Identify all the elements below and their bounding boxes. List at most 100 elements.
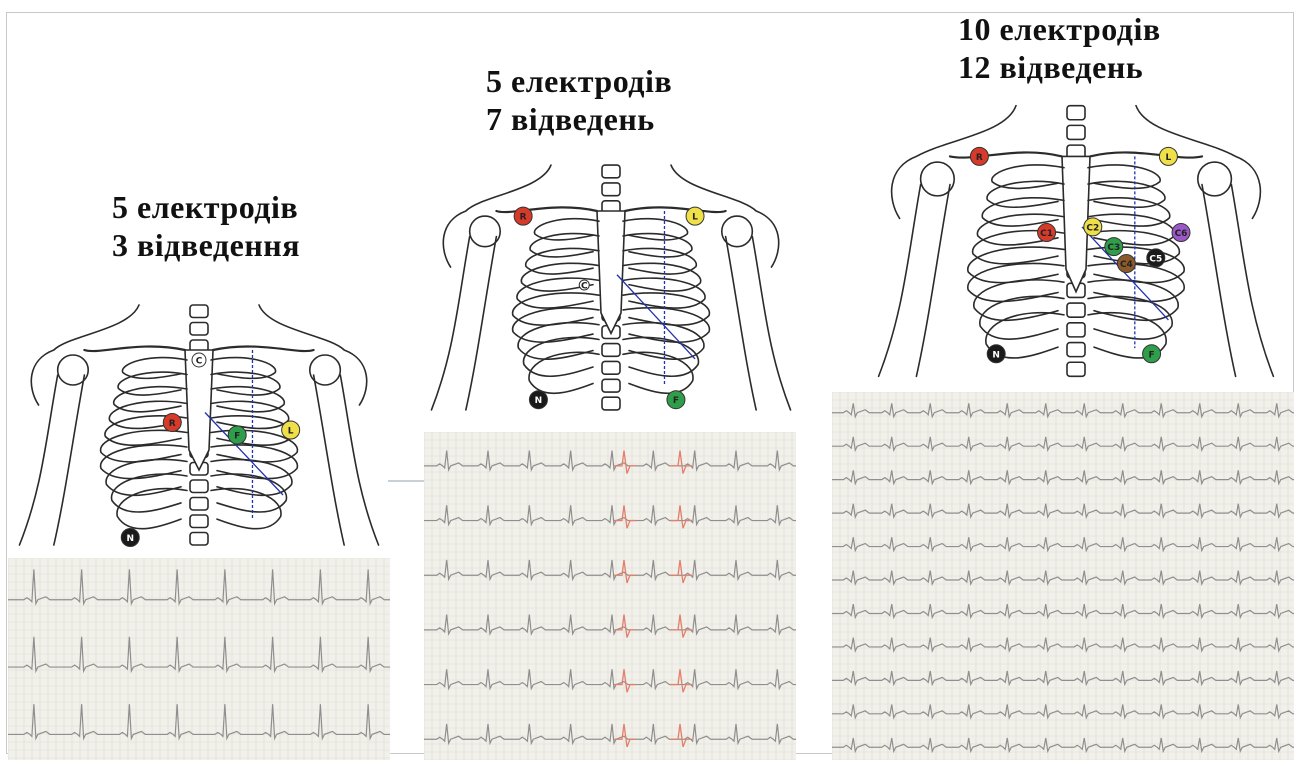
rib-right (211, 474, 286, 512)
lead-axis-line (617, 275, 695, 359)
ecg-strip (8, 558, 390, 760)
shoulder-outline-left (443, 165, 551, 267)
vertebra (602, 361, 620, 374)
electrode-label-l: L (692, 213, 698, 223)
title-electrodes: 10 електродів (958, 10, 1161, 48)
arm-right (752, 237, 790, 410)
arm-right (340, 375, 378, 545)
vertebra (1067, 362, 1085, 376)
panel-title: 10 електродів 12 відведень (958, 10, 1161, 86)
vertebra (602, 379, 620, 392)
electrode-label-c6: C6 (1175, 229, 1188, 239)
vertebra (190, 323, 208, 336)
title-leads: 7 відведень (486, 100, 672, 138)
humeral-head-left (921, 162, 955, 196)
electrode-label-f: F (234, 432, 240, 442)
clavicle-left (950, 152, 1062, 157)
lead-axis-line (1082, 227, 1168, 320)
vertebra (190, 515, 208, 528)
rib-right (1088, 165, 1160, 188)
vertebra (1067, 106, 1085, 120)
clavicle-right (625, 207, 726, 212)
vertebra (602, 397, 620, 410)
rib-left (992, 165, 1064, 188)
rib-right (211, 358, 276, 379)
vertebra (602, 183, 620, 196)
arm-right-inner (314, 375, 345, 545)
arm-left (431, 237, 469, 410)
chest-diagram: RLFNC (8, 300, 390, 550)
vertebra (1067, 303, 1085, 317)
title-leads: 12 відведень (958, 48, 1161, 86)
shoulder-outline-left (892, 106, 1016, 219)
clavicle-left (84, 346, 185, 351)
vertebra (602, 165, 620, 178)
rib-left (534, 219, 599, 240)
vertebra (190, 480, 208, 493)
arm-left-inner (916, 185, 950, 377)
electrode-label-n: N (992, 350, 1000, 360)
title-leads: 3 відведення (112, 226, 300, 264)
electrode-label-c4: C4 (1120, 260, 1133, 270)
panel-title: 5 електродів 7 відведень (486, 62, 672, 138)
electrode-label-c2: C2 (1086, 223, 1099, 233)
shoulder-outline-left (31, 305, 139, 405)
electrode-label-r: R (169, 419, 176, 429)
vertebra (190, 498, 208, 511)
arm-right-inner (1202, 185, 1236, 377)
title-electrodes: 5 електродів (486, 62, 672, 100)
shoulder-outline-right (259, 305, 367, 405)
ecg-strip (424, 432, 796, 760)
rib-left (968, 263, 1064, 301)
humeral-head-left (470, 216, 501, 247)
humeral-head-left (58, 355, 89, 385)
rib-right (623, 337, 698, 376)
humeral-head-right (310, 355, 341, 385)
lead-axis-line (205, 413, 283, 496)
electrode-label-c: C (581, 281, 588, 291)
electrode-label-c: C (196, 357, 203, 367)
clavicle-left (496, 207, 597, 212)
vertebra (190, 533, 208, 546)
electrode-label-n: N (535, 396, 543, 406)
electrode-label-r: R (976, 153, 983, 163)
rib-left (112, 474, 187, 512)
arm-left (19, 375, 57, 545)
rib-right (1088, 263, 1184, 301)
electrode-label-l: L (288, 427, 294, 437)
arm-left-inner (466, 237, 497, 410)
vertebra (1067, 323, 1085, 337)
electrode-label-c3: C3 (1107, 243, 1120, 253)
electrode-label-r: R (520, 213, 527, 223)
humeral-head-right (1198, 162, 1232, 196)
title-electrodes: 5 електродів (112, 188, 300, 226)
rib-right (211, 401, 289, 428)
rib-left (524, 337, 599, 376)
ecg-paper (8, 558, 390, 760)
humeral-head-right (722, 216, 753, 247)
rib-right (1088, 296, 1172, 339)
panel-title: 5 електродів 3 відведення (112, 188, 300, 264)
vertebra (190, 305, 208, 318)
vertebra (1067, 125, 1085, 139)
rib-right (623, 263, 701, 291)
electrode-label-f: F (673, 396, 679, 406)
vertebra (1067, 343, 1085, 357)
clavicle-right (1090, 152, 1202, 157)
skeleton (431, 165, 790, 410)
electrode-label-l: L (1166, 153, 1172, 163)
sternum (597, 211, 625, 333)
electrode-label-f: F (1149, 350, 1155, 360)
arm-right-inner (726, 237, 757, 410)
electrode-label-c5: C5 (1149, 254, 1162, 264)
chest-diagram: R L F N C (420, 160, 802, 415)
divider (388, 480, 424, 482)
skeleton (879, 106, 1274, 377)
rib-left (122, 358, 187, 379)
arm-right (1231, 185, 1273, 377)
rib-right (623, 219, 688, 240)
ecg-strip (832, 392, 1294, 760)
sternum (185, 350, 213, 470)
skeleton (19, 305, 378, 545)
